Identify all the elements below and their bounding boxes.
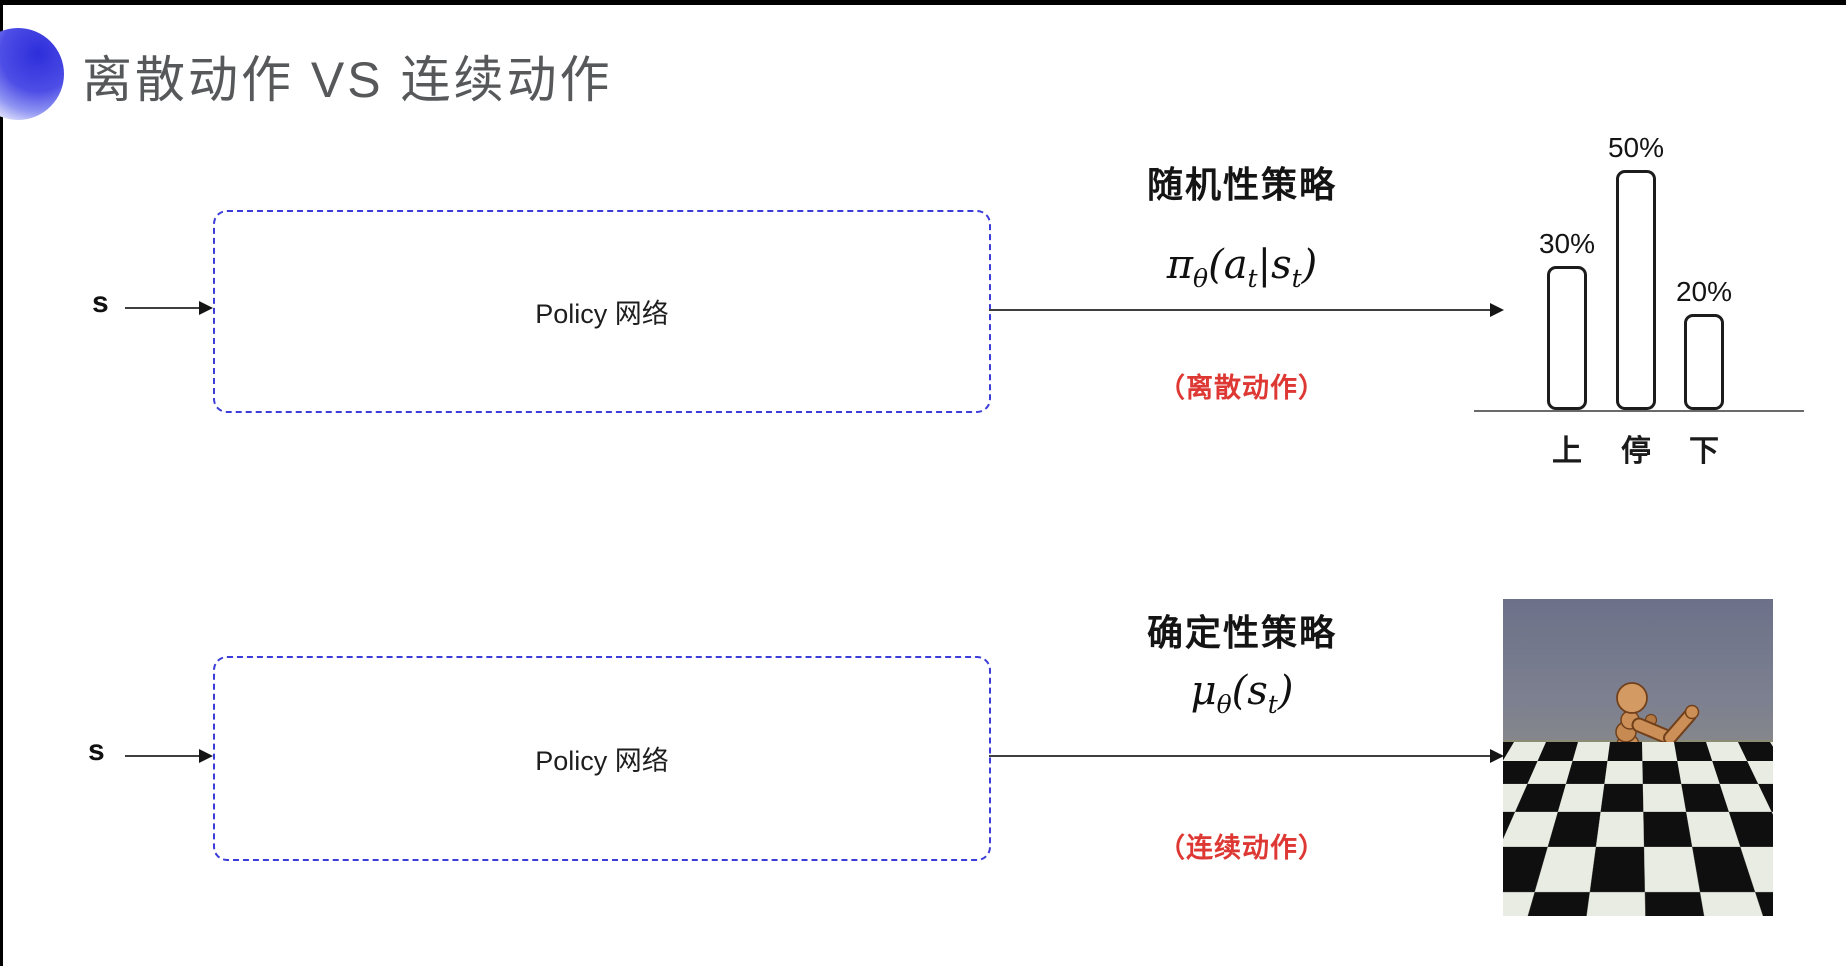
- policy-formula: μθ(st): [1190, 668, 1294, 719]
- bar: [1684, 314, 1724, 410]
- output-arrow: [989, 755, 1490, 757]
- state-input-label: s: [92, 286, 109, 319]
- input-arrow: [125, 755, 201, 757]
- bar-category-label: 停: [1621, 435, 1651, 468]
- action-probability-chart: 30% 上 50% 停 20% 下: [1474, 100, 1804, 470]
- policy-type-title: 确定性策略: [1146, 612, 1337, 653]
- bar: [1547, 266, 1587, 410]
- page-title: 离散动作 VS 连续动作: [82, 52, 613, 108]
- humanoid-robot-figure: [1575, 682, 1700, 865]
- policy-network-box: Policy 网络: [213, 656, 991, 861]
- action-type-note: （连续动作）: [1158, 833, 1326, 863]
- output-arrowhead-icon: [1490, 749, 1504, 763]
- title-bullet-ball-icon: [0, 28, 64, 120]
- left-border: [0, 0, 3, 966]
- bar-column: 30%: [1539, 228, 1595, 410]
- bar-category-label: 上: [1552, 435, 1582, 468]
- top-border: [0, 0, 1846, 5]
- policy-network-label: Policy 网络: [535, 299, 669, 329]
- policy-network-label: Policy 网络: [535, 746, 669, 776]
- input-arrow: [125, 307, 201, 309]
- output-arrowhead-icon: [1490, 303, 1504, 317]
- humanoid-simulation-image: [1503, 599, 1773, 916]
- bar-value-label: 30%: [1538, 228, 1596, 259]
- policy-formula: πθ(at|st): [1166, 242, 1318, 293]
- bar-value-label: 20%: [1675, 276, 1733, 307]
- state-input-label: s: [88, 734, 105, 767]
- input-arrowhead-icon: [199, 749, 213, 763]
- bar-value-label: 50%: [1607, 132, 1665, 163]
- output-arrow: [989, 309, 1490, 311]
- action-type-note: （离散动作）: [1158, 373, 1326, 403]
- policy-type-title: 随机性策略: [1146, 164, 1337, 205]
- bar-column: 50%: [1608, 132, 1664, 410]
- bar-column: 20%: [1676, 276, 1732, 410]
- bar: [1616, 170, 1656, 410]
- bar-category-label: 下: [1689, 435, 1719, 468]
- chart-baseline-axis: [1474, 410, 1804, 412]
- input-arrowhead-icon: [199, 301, 213, 315]
- policy-network-box: Policy 网络: [213, 210, 991, 413]
